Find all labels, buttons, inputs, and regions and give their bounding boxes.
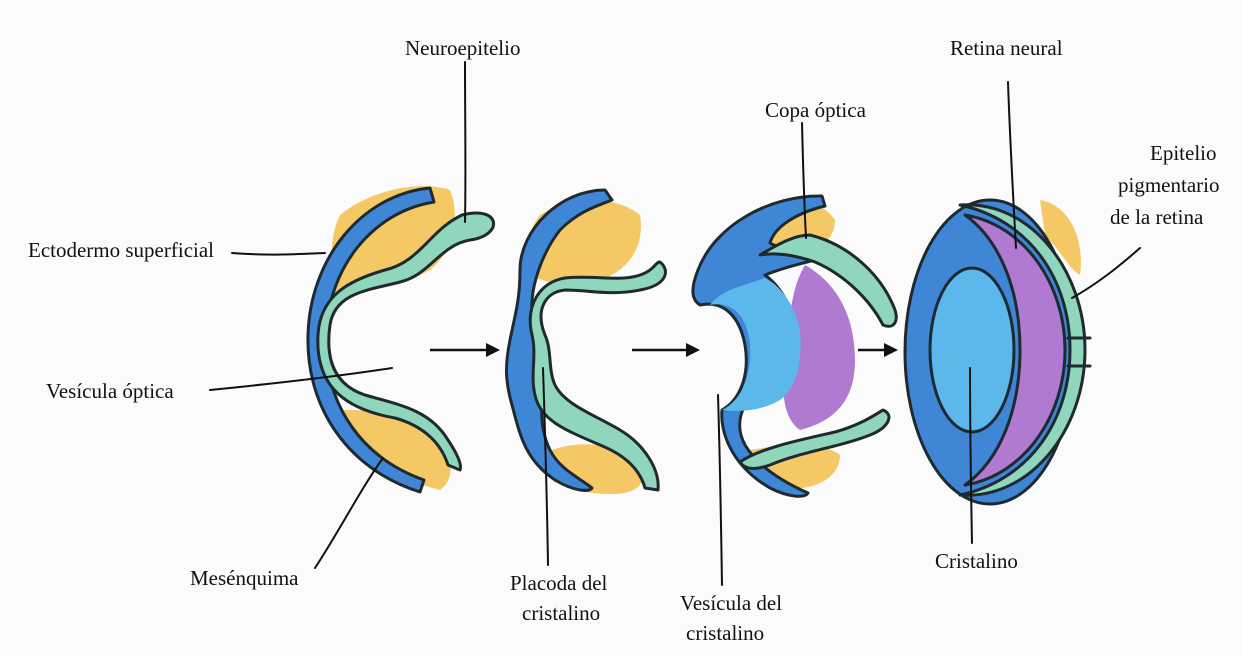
leader-epitelio bbox=[1072, 248, 1140, 298]
leader-ectodermo bbox=[232, 253, 325, 255]
stage-optic-vesicle bbox=[308, 186, 494, 492]
lens-4 bbox=[930, 268, 1014, 432]
label-epitelio-line2: pigmentario bbox=[1118, 173, 1219, 197]
label-epitelio-line1: Epitelio bbox=[1150, 141, 1217, 165]
leader-mesenquima bbox=[315, 458, 383, 568]
label-mesenquima: Mesénquima bbox=[190, 566, 299, 590]
arrow-2 bbox=[632, 343, 700, 357]
stage-lens-placode bbox=[506, 190, 665, 494]
label-neuroepitelio: Neuroepitelio bbox=[405, 36, 520, 60]
label-placoda-line1: Placoda del bbox=[510, 571, 608, 595]
arrow-3 bbox=[858, 343, 898, 357]
label-vesicula-optica: Vesícula óptica bbox=[46, 379, 174, 403]
stage-eye bbox=[905, 200, 1090, 504]
lens-vesicle-3 bbox=[710, 278, 801, 411]
leader-vesicula-optica bbox=[210, 368, 392, 390]
label-ectodermo-superficial: Ectodermo superficial bbox=[28, 238, 214, 262]
label-copa-optica: Copa óptica bbox=[765, 98, 867, 122]
arrow-1 bbox=[430, 343, 500, 357]
stage-optic-cup bbox=[693, 196, 896, 496]
label-placoda-line2: cristalino bbox=[522, 601, 600, 625]
label-epitelio-line3: de la retina bbox=[1110, 205, 1204, 229]
label-cristalino: Cristalino bbox=[935, 549, 1018, 573]
label-vesicula-cristalino-line2: cristalino bbox=[686, 621, 764, 645]
label-retina-neural: Retina neural bbox=[950, 36, 1063, 60]
label-vesicula-cristalino-line1: Vesícula del bbox=[680, 591, 782, 615]
